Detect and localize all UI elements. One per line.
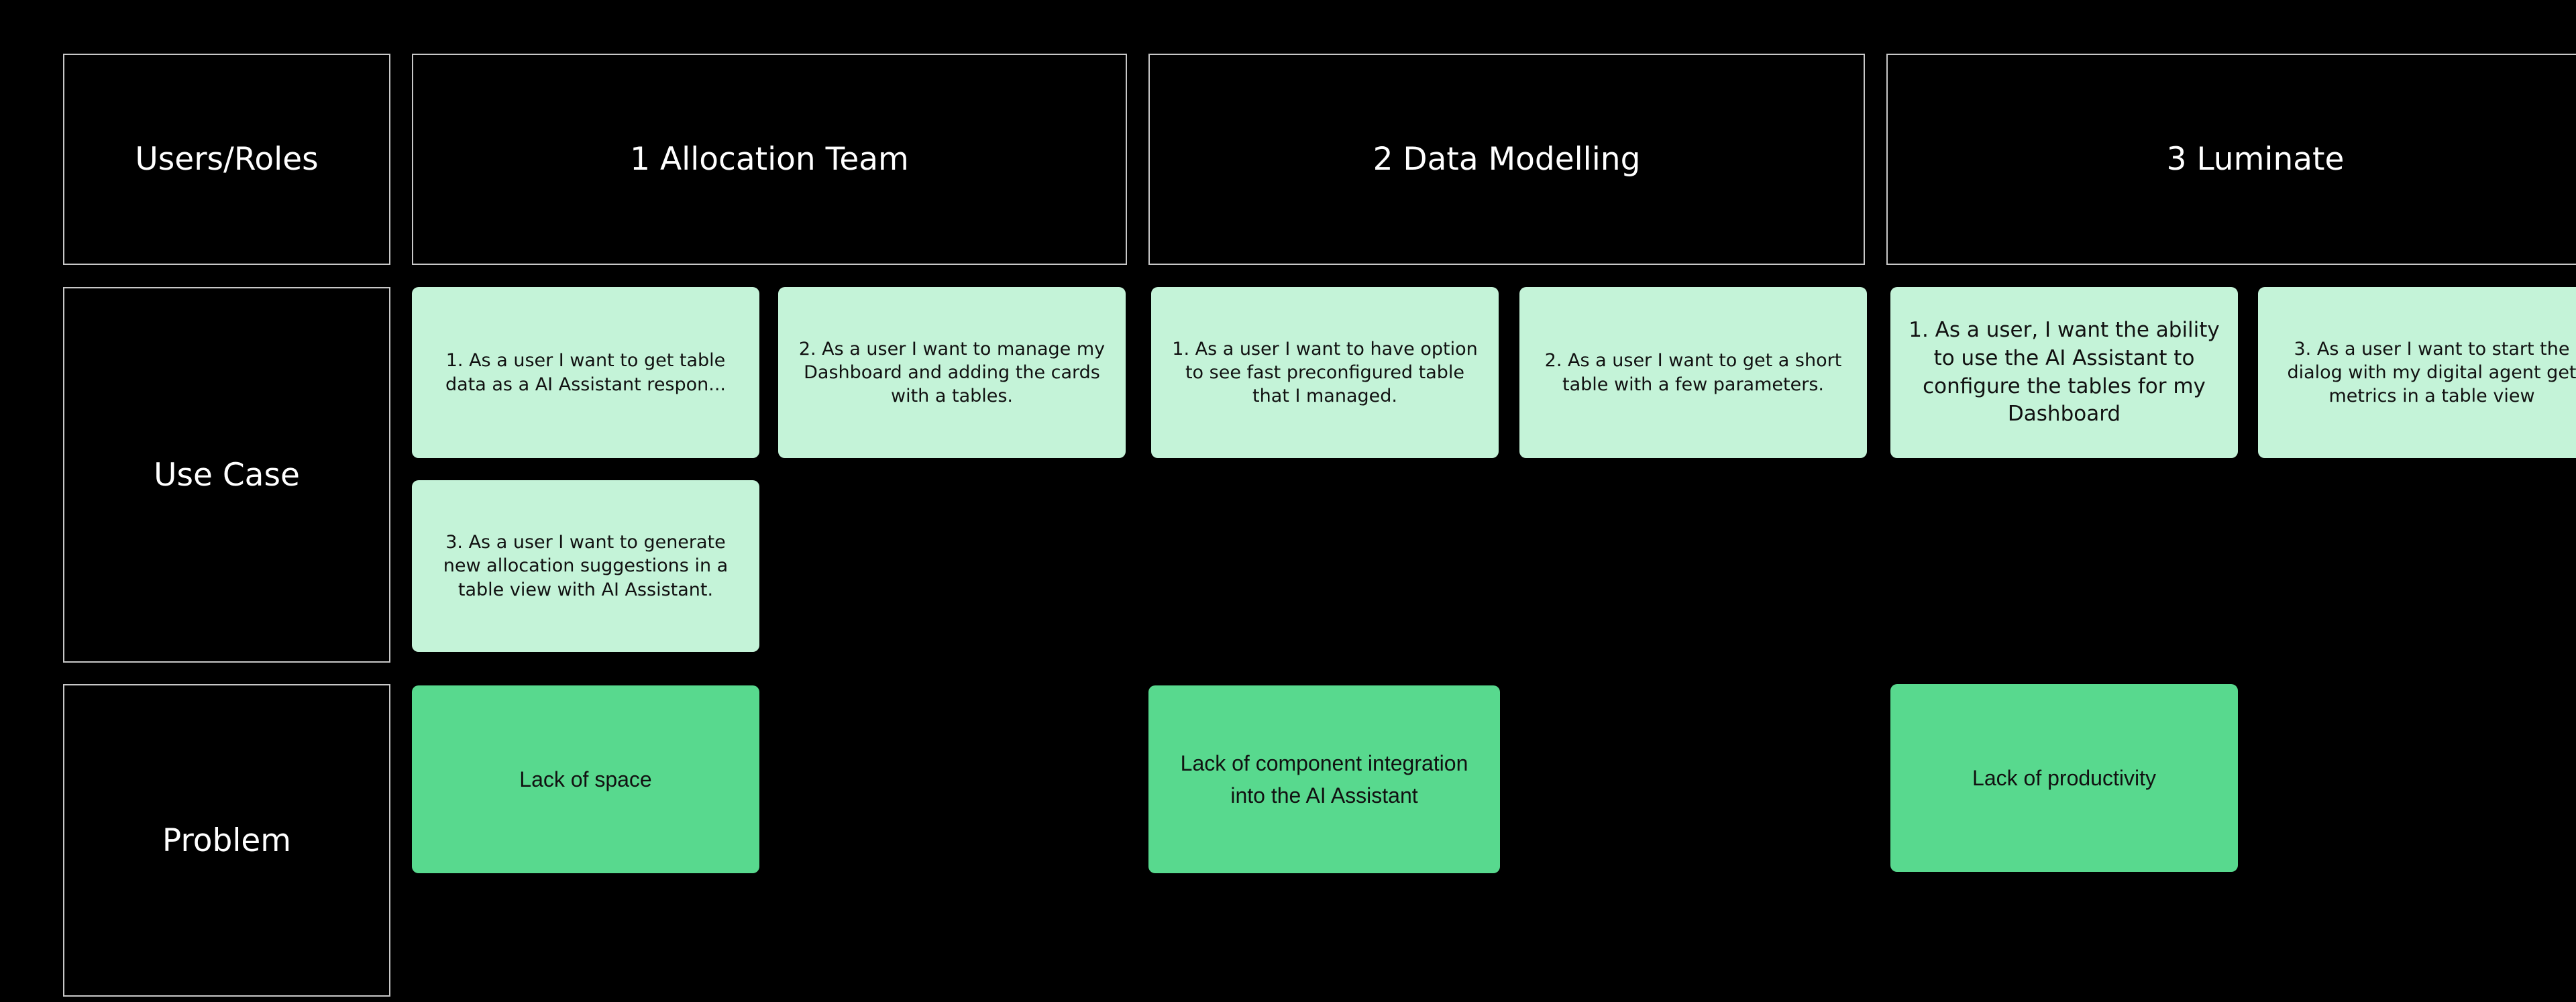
use-case-sticky-luminate-1[interactable]: 1. As a user, I want the ability to use … <box>1890 287 2238 458</box>
use-case-label: Use Case <box>154 456 300 494</box>
problem-sticky-luminate[interactable]: Lack of productivity <box>1890 684 2238 872</box>
team-luminate-title: 3 Luminate <box>2166 141 2345 178</box>
problem-sticky-allocation[interactable]: Lack of space <box>412 685 759 873</box>
use-case-sticky-luminate-3[interactable]: 3. As a user I want to start the dialog … <box>2258 287 2576 458</box>
use-case-sticky-allocation-3[interactable]: 3. As a user I want to generate new allo… <box>412 480 759 652</box>
team-data-modelling-header: 2 Data Modelling <box>1148 54 1865 265</box>
use-case-sticky-allocation-1[interactable]: 1. As a user I want to get table data as… <box>412 287 759 458</box>
use-case-sticky-data-modelling-1[interactable]: 1. As a user I want to have option to se… <box>1151 287 1499 458</box>
team-allocation-title: 1 Allocation Team <box>630 141 909 178</box>
team-luminate-header: 3 Luminate <box>1886 54 2576 265</box>
team-allocation-header: 1 Allocation Team <box>412 54 1127 265</box>
use-case-frame: Use Case <box>63 287 390 663</box>
use-case-sticky-data-modelling-2[interactable]: 2. As a user I want to get a short table… <box>1519 287 1867 458</box>
problem-sticky-data-modelling[interactable]: Lack of component integration into the A… <box>1148 685 1500 873</box>
users-roles-label: Users/Roles <box>135 141 319 178</box>
problem-frame: Problem <box>63 684 390 997</box>
team-data-modelling-title: 2 Data Modelling <box>1373 141 1641 178</box>
problem-label: Problem <box>162 822 292 859</box>
users-roles-frame: Users/Roles <box>63 54 390 265</box>
use-case-sticky-allocation-2[interactable]: 2. As a user I want to manage my Dashboa… <box>778 287 1126 458</box>
